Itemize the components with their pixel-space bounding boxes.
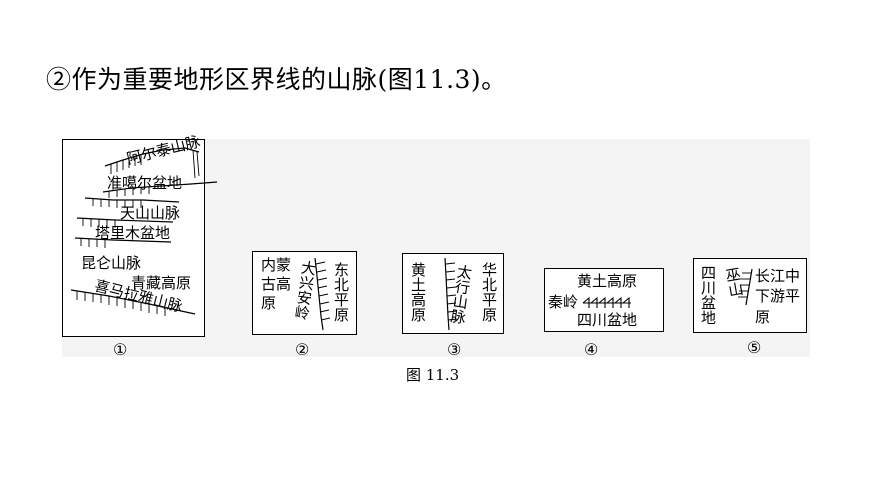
label-huangtu-left: 黄土高原 [409,262,427,322]
label-tarim: 塔里木盆地 [95,224,171,242]
mountain-symbol-daxinganling [314,257,331,331]
label-kunlun: 昆仑山脉 [81,254,142,272]
label-neimeng-1: 内蒙 [261,256,292,274]
panel-1: 阿尔泰山脉 准噶尔盆地 天山山脉 塔里木盆地 昆仑山脉 青藏高原 喜马拉雅山脉 [62,132,218,337]
panel-3-number: ③ [447,340,462,359]
panel-2: 内蒙 古高 原 大兴安岭 东北平原 [252,251,357,335]
mountain-symbol-tianshan [84,197,180,208]
panel-2-number: ② [295,340,310,359]
mountain-symbol-taihang [444,257,458,331]
label-junggar: 准噶尔盆地 [107,174,183,192]
mountain-symbol-kunlun [74,237,172,248]
mountain-symbol-tarim-north [76,217,174,228]
label-neimeng-3: 原 [261,294,277,312]
mountain-symbol-junggar-north [102,181,218,198]
panel-1-number: ① [113,340,128,359]
label-huabei: 华北平原 [480,262,498,322]
label-dongbei: 东北平原 [332,262,350,322]
label-tianshan: 天山山脉 [120,204,181,222]
label-qingzang: 青藏高原 [131,274,192,292]
label-changjiang-1: 长江中 [755,267,801,285]
heading: ②作为重要地形区界线的山脉(图11.3)。 [46,65,507,94]
mountain-symbol-altai [104,147,200,179]
panel-4-number: ④ [584,340,599,359]
panel-3: 黄土高原 太行山脉 华北平原 [402,253,504,334]
panel-5-number: ⑤ [747,338,762,357]
label-neimeng-2: 古高 [261,275,292,293]
panel-4: 黄土高原 秦岭 四川盆地 [544,268,664,332]
figure-caption: 图 11.3 [406,366,460,384]
mountain-symbol-wushan [738,268,753,306]
label-huangtu-top: 黄土高原 [577,272,638,290]
panel-5: 四川盆地 巫山 长江中 下游平 原 [693,258,807,333]
label-changjiang-3: 原 [755,308,771,326]
label-sichuan-left: 四川盆地 [699,265,717,325]
mountain-symbol-himalaya [70,289,196,316]
label-sichuan-bottom: 四川盆地 [577,311,638,329]
label-qinling: 秦岭 [548,293,579,311]
mountain-symbol-qinling [582,296,631,308]
label-changjiang-2: 下游平 [755,287,801,305]
